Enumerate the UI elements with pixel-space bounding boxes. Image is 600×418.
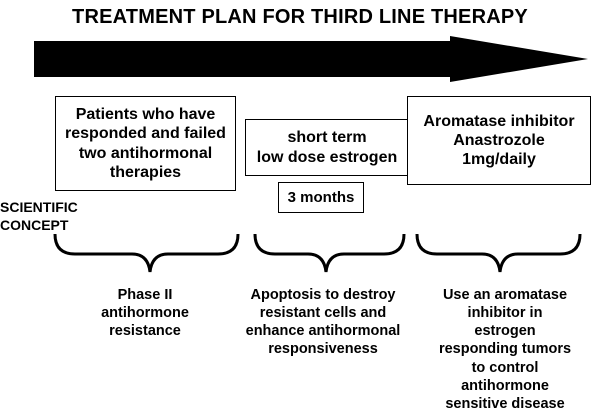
concept-text-2: Apoptosis to destroy resistant cells and… bbox=[245, 287, 401, 358]
step-box-estrogen: short term low dose estrogen bbox=[245, 119, 409, 176]
brace-1 bbox=[53, 233, 240, 273]
duration-box: 3 months bbox=[278, 182, 364, 213]
timeline-arrow bbox=[34, 36, 588, 82]
concept-text-1: Phase II antihormone resistance bbox=[101, 287, 189, 340]
step-box-patients: Patients who have responded and failed t… bbox=[55, 96, 236, 191]
brace-2 bbox=[253, 233, 406, 273]
step-box-aromatase-inhibitor: Aromatase inhibitor Anastrozole 1mg/dail… bbox=[407, 96, 591, 185]
diagram-title: TREATMENT PLAN FOR THIRD LINE THERAPY bbox=[72, 6, 528, 28]
concept-text-3: Use an aromatase inhibitor in estrogen r… bbox=[438, 287, 572, 412]
scientific-concept-label: SCIENTIFIC CONCEPT bbox=[0, 199, 78, 233]
brace-3 bbox=[415, 233, 582, 273]
